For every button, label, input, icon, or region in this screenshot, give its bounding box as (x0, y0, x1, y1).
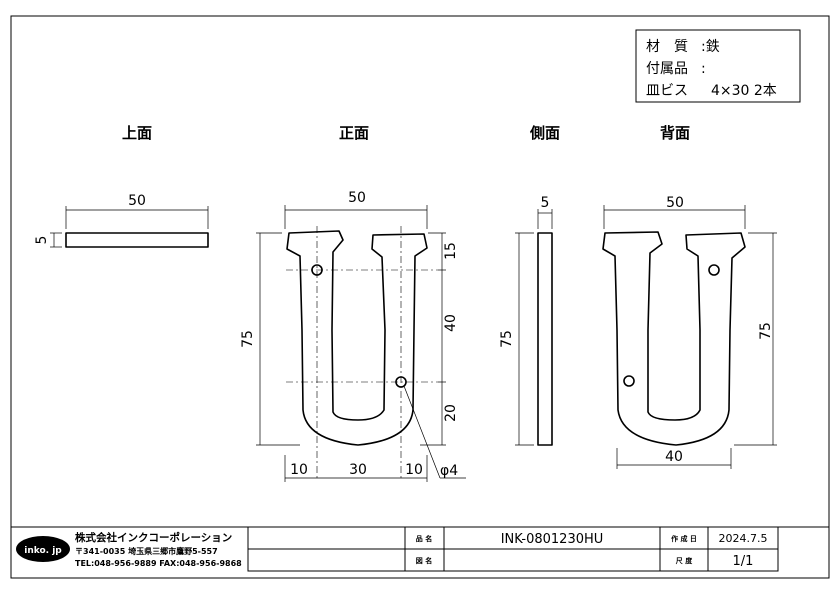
company-logo (16, 536, 70, 562)
created-date-value: 2024.7.5 (719, 532, 768, 545)
view-title-side: 側面 (529, 124, 560, 142)
hole-diameter-leader (403, 385, 441, 479)
front-height-label: 75 (240, 330, 256, 348)
front-hole-bottom-label: 20 (443, 404, 459, 422)
front-view: 50 75 15 40 20 10 30 10 φ4 (240, 190, 466, 482)
side-view: 5 75 (499, 195, 553, 446)
side-view-bar (537, 232, 553, 446)
product-name-label: 品 名 (416, 534, 432, 543)
front-hole-top-label: 15 (443, 242, 459, 260)
front-bottom-mid-label: 30 (349, 462, 367, 478)
back-bottom-label: 40 (665, 449, 683, 465)
side-thickness-label: 5 (541, 195, 550, 211)
scale-label: 尺 度 (675, 556, 693, 565)
created-date-label: 作 成 日 (671, 534, 697, 543)
view-title-back: 背面 (660, 124, 690, 142)
back-u-shape (602, 231, 746, 446)
side-height-label: 75 (499, 330, 515, 348)
front-u-shape (286, 230, 428, 446)
spec-accessory-sep: : (701, 61, 706, 77)
scale-value: 1/1 (733, 554, 754, 569)
top-thickness-label: 5 (34, 236, 50, 245)
front-bottom-right-label: 10 (405, 462, 423, 478)
hole-diameter-label: φ4 (440, 463, 458, 479)
back-hole-upper (708, 264, 720, 276)
title-block: inko. jp 株式会社インクコーポレーション 〒341-0035 埼玉県三郷… (11, 526, 829, 572)
view-title-front: 正面 (339, 124, 369, 142)
drawing-name-label: 図 名 (416, 556, 432, 565)
view-title-top: 上面 (122, 124, 152, 142)
top-view-bar (65, 232, 209, 248)
spec-material-label: 材 質 (646, 39, 688, 55)
back-width-label: 50 (666, 195, 684, 211)
back-view: 50 75 40 (602, 195, 777, 469)
spec-screw-value: 4×30 2本 (711, 83, 777, 99)
spec-box-frame (635, 29, 801, 103)
spec-accessory-label: 付属品 (646, 61, 688, 77)
spec-material-value: :鉄 (701, 39, 720, 55)
back-height-label: 75 (758, 322, 774, 340)
product-name-value: INK-0801230HU (501, 532, 604, 547)
top-view: 50 5 (34, 193, 209, 248)
spec-screw-label: 皿ビス (646, 83, 688, 99)
company-logo-text: inko. jp (24, 546, 62, 556)
top-width-label: 50 (128, 193, 146, 209)
drawing-border (10, 15, 830, 579)
front-hole-span-label: 40 (443, 314, 459, 332)
front-width-label: 50 (348, 190, 366, 206)
back-hole-lower (623, 375, 635, 387)
company-name: 株式会社インクコーポレーション (75, 531, 232, 544)
company-address: 〒341-0035 埼玉県三郷市鷹野5-557 (75, 546, 218, 556)
front-bottom-left-label: 10 (290, 462, 308, 478)
company-contact: TEL:048-956-9889 FAX:048-956-9868 (75, 559, 242, 568)
spec-box: 材 質 :鉄 付属品 : 皿ビス 4×30 2本 (635, 29, 801, 103)
